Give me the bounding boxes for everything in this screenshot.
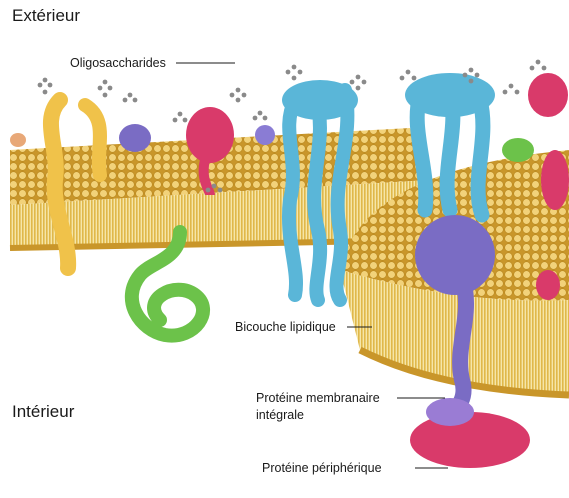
red-protein-right-lower [541,150,569,210]
blue-protein-right [405,73,495,215]
purple-small-protein [119,124,151,152]
exterior-label: Extérieur [12,6,80,26]
red-protein-right-edge [528,73,568,117]
red-protein-right-bottom [536,270,560,300]
bilayer-label: Bicouche lipidique [235,319,336,335]
peripheral-protein-label: Protéine périphérique [262,460,382,476]
integral-protein-label-line1: Protéine membranaire [256,390,380,406]
peripheral-protein [410,398,530,468]
oligosaccharides-label: Oligosaccharides [70,55,166,71]
green-protein-right [502,138,534,162]
interior-label: Intérieur [12,402,74,422]
purple-tiny-protein [255,125,275,145]
integral-protein-label-line2: intégrale [256,407,304,423]
orange-protein-edge [10,133,26,147]
